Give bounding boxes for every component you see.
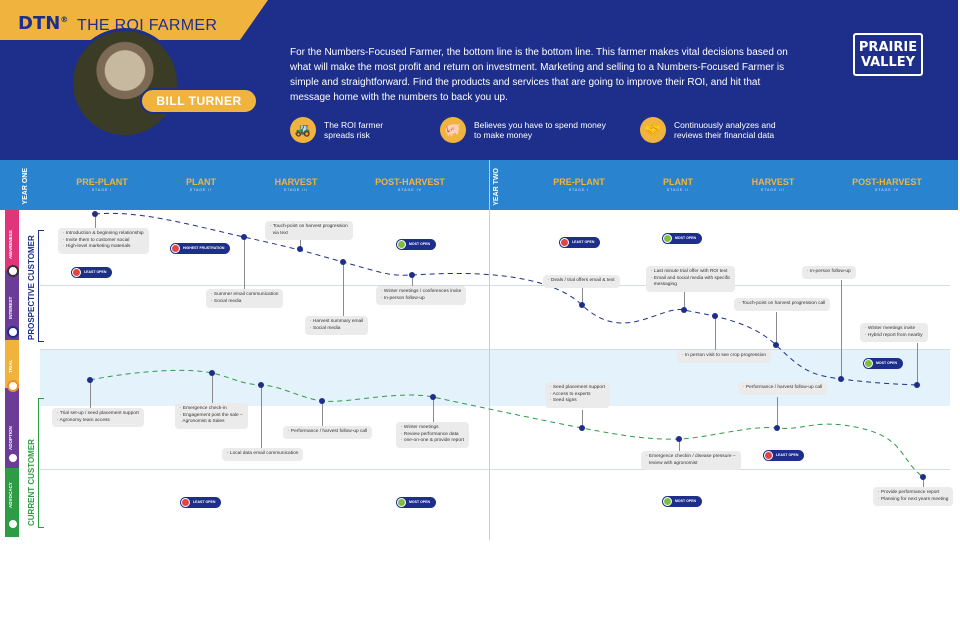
note-card: · Harvest summary email · Social media xyxy=(305,316,369,336)
smile-icon xyxy=(663,234,672,243)
note-card: · Touch-point on harvest progression via… xyxy=(265,221,353,241)
note-card: · Provide performance report · Planning … xyxy=(873,487,954,507)
prospective-bracket xyxy=(38,230,44,342)
persona-name: BILL TURNER xyxy=(140,88,258,114)
persona-description: For the Numbers-Focused Farmer, the bott… xyxy=(290,47,788,103)
handshake-icon: 🤝 xyxy=(640,117,666,143)
trial-band xyxy=(40,349,950,406)
note-card: · Deals / trial offers email & text xyxy=(543,275,620,288)
frown-icon xyxy=(560,238,569,247)
dtn-logo: DTN® xyxy=(18,13,69,34)
note-card: · Winter meetings / conferences invite ·… xyxy=(376,286,467,306)
prospective-curve xyxy=(94,212,918,386)
most-open-badge: MOST OPEN xyxy=(863,358,904,369)
note-card: · Emergence check-in · Engagement post t… xyxy=(175,403,248,429)
note-card: · Touch-point on harvest progression cal… xyxy=(734,298,831,311)
year-divider xyxy=(489,160,490,540)
trait-spend: 🐖Believes you have to spend money to mak… xyxy=(440,117,620,143)
smile-icon xyxy=(397,240,406,249)
smile-icon xyxy=(864,359,873,368)
highest-frustration-badge: HIGHEST FRUSTRATION xyxy=(170,243,231,254)
megaphone-icon xyxy=(7,518,19,530)
most-open-badge: MOST OPEN xyxy=(662,233,703,244)
gridline xyxy=(40,285,950,286)
trait-risk: 🚜The ROI farmer spreads risk xyxy=(290,117,430,143)
note-card: · Trial set-up / seed placement support … xyxy=(52,408,144,428)
most-open-badge: MOST OPEN xyxy=(396,239,437,250)
note-card: · Summer email communication · Social me… xyxy=(206,289,284,309)
note-card: · In-person follow-up xyxy=(802,266,856,279)
funnel-sidebar xyxy=(5,210,19,537)
note-card: · Winter meetings invite · Hybrid report… xyxy=(860,323,928,343)
current-bracket xyxy=(38,398,44,528)
warning-icon xyxy=(7,326,19,338)
stage-bar xyxy=(0,160,958,210)
magnet-icon xyxy=(7,265,19,277)
piggy-bank-icon: 🐖 xyxy=(440,117,466,143)
gridline xyxy=(40,469,950,470)
frown-icon xyxy=(171,244,180,253)
current-curve xyxy=(89,369,924,478)
trait-finance: 🤝Continuously analyzes and reviews their… xyxy=(640,117,820,143)
note-card: · Performance / harvest follow-up call xyxy=(283,426,373,439)
note-card: · Emergence checkin / disease pressure –… xyxy=(641,451,741,471)
least-open-badge: LEAST OPEN xyxy=(180,497,222,508)
farmer-portrait-icon xyxy=(70,28,180,138)
frown-icon xyxy=(764,451,773,460)
persona-header: DTN® THE ROI FARMER BILL TURNER For the … xyxy=(0,0,958,160)
least-open-badge: LEAST OPEN xyxy=(559,237,601,248)
note-card: · Last minute trial offer with ROI text … xyxy=(646,266,736,292)
note-card: · Performance / harvest follow-up call xyxy=(738,382,828,395)
frown-icon xyxy=(72,268,81,277)
least-open-badge: LEAST OPEN xyxy=(71,267,113,278)
refresh-icon xyxy=(7,380,19,392)
tractor-icon: 🚜 xyxy=(290,117,316,143)
note-card: · Local data email communication xyxy=(222,448,304,461)
frown-icon xyxy=(181,498,190,507)
note-card: · Introduction & beginning relationship … xyxy=(58,228,149,254)
least-open-badge: LEAST OPEN xyxy=(763,450,805,461)
note-card: · In person visit to see crop progressio… xyxy=(677,350,771,363)
most-open-badge: MOST OPEN xyxy=(662,496,703,507)
smile-icon xyxy=(663,497,672,506)
users-icon xyxy=(7,452,19,464)
note-card: · Winter meetings · Review performance d… xyxy=(396,422,469,448)
most-open-badge: MOST OPEN xyxy=(396,497,437,508)
gridline xyxy=(40,349,950,350)
note-card: · Seed placement support · Access to exp… xyxy=(545,382,610,408)
smile-icon xyxy=(397,498,406,507)
